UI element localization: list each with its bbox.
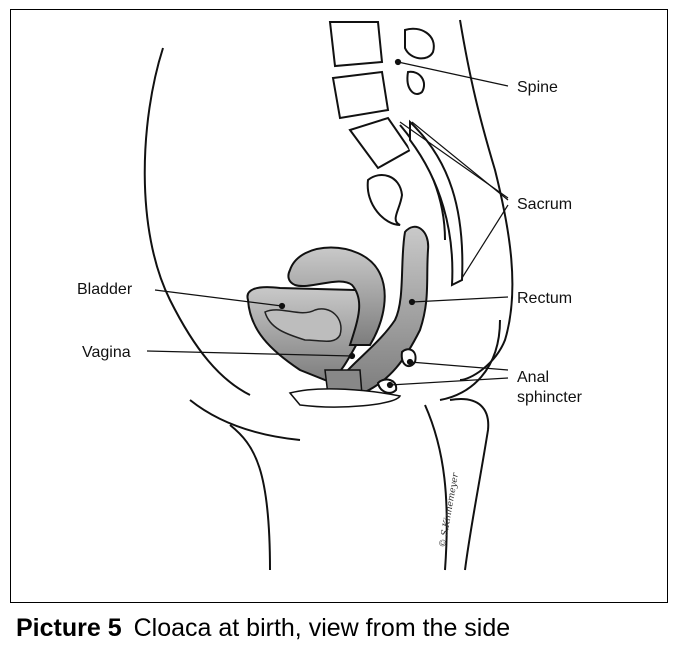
figure-caption: Picture 5 Cloaca at birth, view from the … <box>16 614 510 643</box>
label-spine: Spine <box>517 79 558 96</box>
label-anal-sphincter-line2: sphincter <box>517 389 583 406</box>
uterus <box>287 246 386 346</box>
anatomy-figure <box>10 9 668 603</box>
label-rectum: Rectum <box>517 290 572 307</box>
label-sacrum: Sacrum <box>517 196 572 213</box>
artist-signature: © S.Kinnemeyer <box>438 472 461 549</box>
caption-text: Cloaca at birth, view from the side <box>133 614 511 642</box>
label-vagina: Vagina <box>82 344 131 361</box>
spine <box>328 21 464 287</box>
label-bladder: Bladder <box>77 281 133 298</box>
body-outline <box>143 47 251 396</box>
caption-number: Picture 5 <box>16 614 122 642</box>
anal-sphincter-lower <box>376 378 398 394</box>
label-anal-sphincter-line1: Anal <box>517 369 549 386</box>
